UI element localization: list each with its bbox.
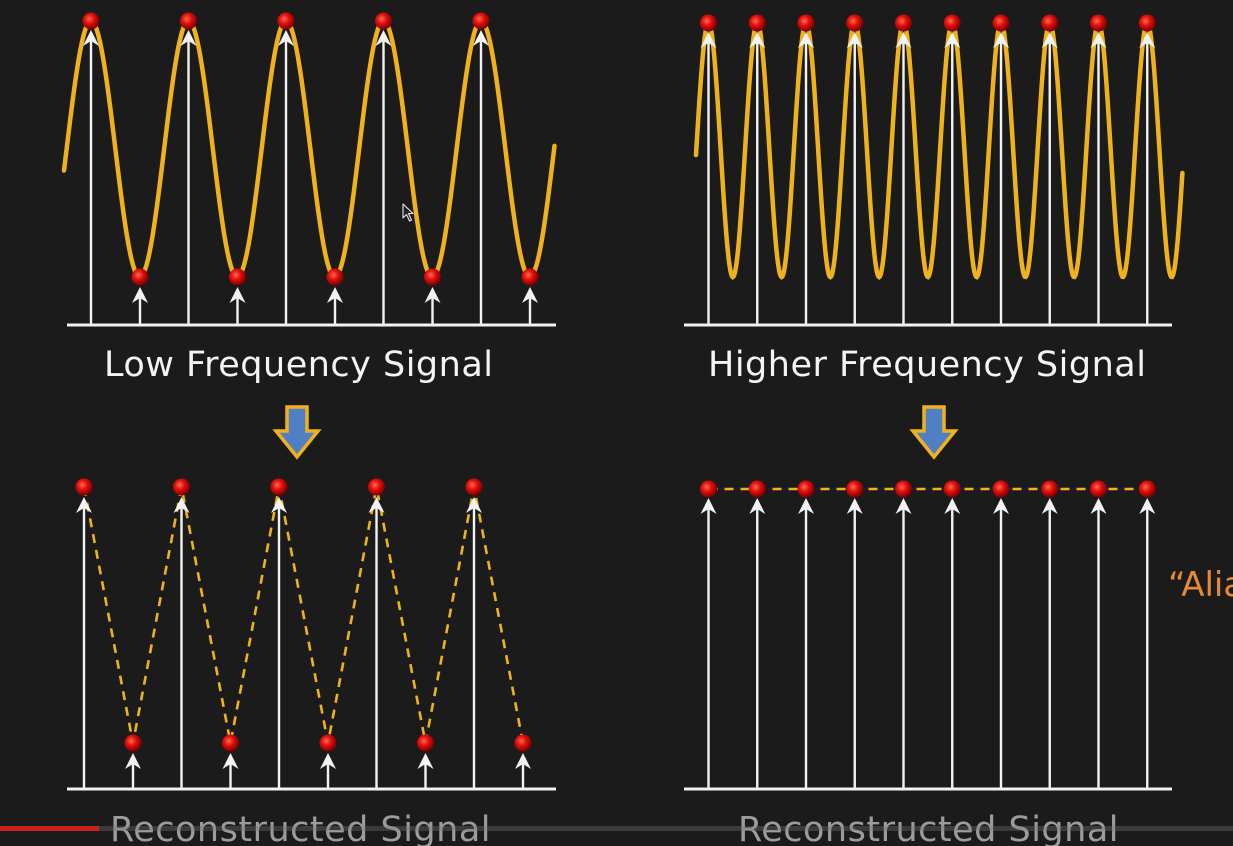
high-sample-dot-9 (1138, 14, 1156, 32)
recon-left-trough-dot-3 (417, 734, 434, 752)
recon-left-peak-dot-4 (465, 478, 483, 496)
high-sample-dot-1 (748, 14, 766, 32)
low-sample-peak-arrow-3-head (375, 30, 392, 46)
recon-left-peak-dot-0 (75, 478, 93, 496)
recon-right-arrow-3-head (846, 498, 863, 514)
recon-left-trough-arrow-1-head (222, 753, 239, 769)
recon-left-peak-dot-1 (173, 478, 190, 496)
recon-left-trough-dot-0 (124, 734, 142, 752)
recon-left-trough-arrow-0-head (125, 753, 141, 769)
low-frequency-caption: Low Frequency Signal (104, 345, 494, 385)
low-sample-trough-arrow-1-head (229, 287, 246, 303)
recon-left-peak-arrow-2-head (271, 497, 287, 513)
low-sample-trough-arrow-2-head (327, 287, 343, 303)
mouse-cursor-icon (402, 203, 414, 222)
low-sample-trough-arrow-0-head (132, 287, 148, 303)
recon-right-arrow-9-head (1139, 498, 1156, 514)
high-sample-arrow-2-head (798, 32, 814, 48)
low-sample-peak-dot-0 (82, 12, 100, 30)
aliasing-side-note: “Alia (1168, 565, 1233, 605)
low-sample-peak-arrow-0-head (83, 30, 99, 46)
recon-right-dot-7 (1041, 480, 1059, 498)
recon-right-dot-2 (797, 480, 815, 498)
recon-right-arrow-2-head (798, 498, 814, 514)
high-sample-dot-5 (943, 14, 961, 32)
low-sample-peak-dot-4 (472, 12, 490, 30)
low-sample-peak-arrow-1-head (180, 30, 197, 46)
high-sample-arrow-6-head (993, 32, 1009, 48)
low-sample-trough-dot-0 (131, 268, 149, 286)
high-sample-dot-4 (895, 14, 912, 32)
high-sample-arrow-5-head (944, 32, 961, 48)
recon-left-peak-arrow-0-head (76, 497, 92, 513)
recon-right-arrow-0-head (700, 498, 717, 514)
recon-left-peak-dot-2 (270, 478, 288, 496)
video-progress-bar[interactable] (0, 826, 1233, 831)
recon-left-peak-arrow-3-head (368, 497, 385, 513)
recon-right-arrow-8-head (1090, 498, 1107, 514)
recon-right-dot-5 (943, 480, 961, 498)
recon-right-dot-3 (846, 480, 864, 498)
recon-right-arrow-1-head (749, 498, 766, 514)
recon-right-dot-4 (895, 480, 912, 498)
low-sample-peak-dot-1 (180, 12, 197, 30)
low-sample-trough-dot-3 (424, 268, 441, 286)
recon-left-trough-arrow-4-head (515, 753, 531, 769)
recon-right-arrow-5-head (944, 498, 961, 514)
reconstructed-caption-left: Reconstructed Signal (110, 810, 492, 846)
high-sample-arrow-4-head (895, 32, 912, 48)
low-sample-trough-arrow-3-head (424, 287, 441, 303)
recon-right-dot-1 (748, 480, 766, 498)
high-sample-arrow-8-head (1090, 32, 1107, 48)
high-sample-dot-8 (1090, 14, 1107, 32)
recon-right-dot-0 (700, 480, 717, 498)
reconstructed-caption-right: Reconstructed Signal (738, 810, 1120, 846)
high-sample-arrow-9-head (1139, 32, 1156, 48)
low-sample-peak-dot-2 (277, 12, 295, 30)
low-sample-peak-arrow-2-head (278, 30, 294, 46)
high-sample-dot-0 (700, 14, 717, 32)
higher-frequency-caption: Higher Frequency Signal (708, 345, 1147, 385)
high-sample-arrow-7-head (1041, 32, 1058, 48)
recon-right-dot-9 (1138, 480, 1156, 498)
high-sample-dot-3 (846, 14, 864, 32)
recon-left-trough-dot-4 (514, 734, 532, 752)
low-sample-peak-arrow-4-head (473, 30, 489, 46)
high-sample-dot-2 (797, 14, 815, 32)
recon-left-peak-dot-3 (368, 478, 385, 496)
recon-left-trough-arrow-3-head (417, 753, 434, 769)
high-sample-arrow-1-head (749, 32, 766, 48)
recon-right-arrow-6-head (993, 498, 1009, 514)
recon-right-arrow-7-head (1041, 498, 1058, 514)
down-arrow-icon-left (272, 405, 322, 460)
recon-right-dot-8 (1090, 480, 1107, 498)
low-sample-peak-dot-3 (375, 12, 392, 30)
video-progress-fill (0, 826, 99, 831)
low-sample-trough-dot-1 (229, 268, 246, 286)
higher-frequency-wave (693, 20, 1185, 280)
low-sample-trough-dot-4 (521, 268, 539, 286)
recon-left-trough-dot-2 (319, 734, 337, 752)
low-sample-trough-arrow-4-head (522, 287, 538, 303)
reconstructed-zigzag-line (82, 486, 525, 744)
recon-right-arrow-4-head (895, 498, 912, 514)
down-arrow-icon-right (909, 405, 959, 460)
high-sample-dot-6 (992, 14, 1010, 32)
recon-left-trough-dot-1 (222, 734, 239, 752)
low-frequency-wave (61, 18, 557, 280)
recon-left-peak-arrow-4-head (466, 497, 482, 513)
high-sample-dot-7 (1041, 14, 1059, 32)
recon-right-dot-6 (992, 480, 1010, 498)
high-sample-arrow-0-head (700, 32, 717, 48)
recon-left-trough-arrow-2-head (320, 753, 336, 769)
low-sample-trough-dot-2 (326, 268, 344, 286)
high-sample-arrow-3-head (846, 32, 863, 48)
recon-left-peak-arrow-1-head (173, 497, 190, 513)
